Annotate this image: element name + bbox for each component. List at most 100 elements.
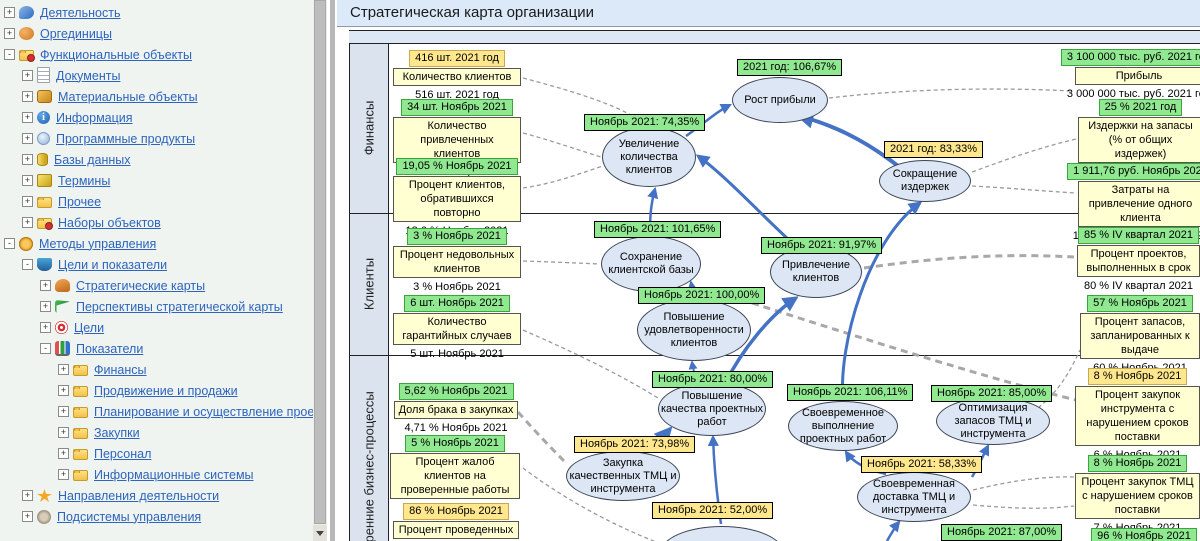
tree-item[interactable]: Финансы <box>94 362 147 377</box>
indicator-name-box[interactable]: Затраты на привлечение одного клиента <box>1078 181 1200 227</box>
tree-item[interactable]: Информационные системы <box>94 467 254 482</box>
folder-icon <box>73 428 88 439</box>
indicator-name-box[interactable]: Прибыль <box>1075 67 1200 85</box>
tree-expander[interactable]: + <box>22 154 33 165</box>
tree-item[interactable]: Персонал <box>94 446 152 461</box>
goal-status-badge: Ноябрь 2021: 73,98% <box>574 436 696 453</box>
tree-item[interactable]: Наборы объектов <box>58 215 161 230</box>
goal-ellipse[interactable]: Повышение удовлетворенности клиентов <box>637 299 751 361</box>
scrollbar-thumb[interactable] <box>314 0 326 524</box>
indicator-name-box[interactable]: Доля брака в закупках <box>394 401 518 419</box>
tree-expander[interactable]: + <box>22 217 33 228</box>
indicator-name-box[interactable]: Издержки на запасы (% от общих издержек) <box>1078 117 1200 163</box>
tree-expander[interactable]: + <box>22 133 33 144</box>
tree-item[interactable]: Материальные объекты <box>58 89 198 104</box>
indicator-fact-value: 4,71 % Ноябрь 2021 <box>404 422 508 434</box>
tree-expander[interactable]: + <box>58 364 69 375</box>
goal-ellipse[interactable]: Сокращение издержек <box>879 160 971 202</box>
goal-ellipse[interactable]: Повышение качества проектных работ <box>658 382 766 436</box>
tree-expander[interactable]: + <box>58 448 69 459</box>
indicator-name-box[interactable]: Количество клиентов <box>393 68 521 86</box>
indicator-name-box[interactable]: Количество гарантийных случаев <box>393 313 521 345</box>
map-top-strip <box>349 30 1200 44</box>
tree-expander[interactable]: + <box>58 385 69 396</box>
tree-row: - Методы управления <box>0 233 313 254</box>
tree-expander[interactable]: + <box>4 28 15 39</box>
tree-item[interactable]: Закупки <box>94 425 140 440</box>
tree-expander[interactable]: + <box>58 469 69 480</box>
tree-expander[interactable]: - <box>4 49 15 60</box>
indicator-plan-badge: 3 100 000 тыс. руб. 2021 год <box>1060 49 1200 66</box>
goal-ellipse[interactable]: Закупка качественных ТМЦ и инструмента <box>566 451 680 501</box>
tree-item[interactable]: Функциональные объекты <box>40 47 192 62</box>
goal-ellipse[interactable]: Увеличение количества клиентов <box>602 127 696 187</box>
tree-row: + Финансы <box>0 359 313 380</box>
tree-item[interactable]: Подсистемы управления <box>57 509 202 524</box>
indicator-fact-value: 3 % Ноябрь 2021 <box>413 281 501 293</box>
tree-item[interactable]: Оргединицы <box>40 26 112 41</box>
tree-expander[interactable]: + <box>22 112 33 123</box>
indicator-group: 3 % Ноябрь 2021 Процент недовольных клиен… <box>393 228 521 294</box>
goal-status-badge: Ноябрь 2021: 58,33% <box>861 456 983 473</box>
indicator-plan-badge: 416 шт. 2021 год <box>409 50 505 67</box>
indicator-name-box[interactable]: Процент недовольных клиентов <box>393 246 521 278</box>
goal-ellipse[interactable]: Сохранение клиентской базы <box>601 236 701 292</box>
goal-ellipse[interactable]: Своевременное выполнение проектных работ <box>788 401 898 451</box>
tree-item[interactable]: Прочее <box>58 194 102 209</box>
goal-ellipse[interactable]: Оптимизация запасов ТМЦ и инструмента <box>936 397 1050 445</box>
panel-splitter[interactable] <box>328 0 337 541</box>
tree-expander[interactable]: + <box>58 406 69 417</box>
tree-expander[interactable]: + <box>40 280 51 291</box>
tree-expander[interactable]: + <box>22 490 33 501</box>
folder-set-icon <box>37 218 53 230</box>
tree-item[interactable]: Перспективы стратегической карты <box>76 299 283 314</box>
tree-expander[interactable]: + <box>40 322 51 333</box>
goal-ellipse[interactable]: Своевременная доставка ТМЦ и инструмента <box>857 472 971 522</box>
indicator-name-box[interactable]: Процент клиентов, обратившихся повторно <box>393 176 521 222</box>
tree-row: + Цели <box>0 317 313 338</box>
indicator-name-box[interactable]: Процент жалоб клиентов на проверенные ра… <box>390 453 520 499</box>
tree-item[interactable]: Базы данных <box>54 152 131 167</box>
tree-expander[interactable]: - <box>22 259 33 270</box>
indicator-name-box[interactable]: Процент проектов, выполненных в срок <box>1077 245 1200 277</box>
folder-icon <box>73 365 88 376</box>
indicator-name-box[interactable]: Процент проведенных <box>393 521 519 539</box>
sidebar-scrollbar[interactable] <box>313 0 327 541</box>
indicator-plan-badge: 8 % Ноябрь 2021 <box>1087 368 1188 385</box>
tree-item[interactable]: Документы <box>56 68 121 83</box>
tree-item[interactable]: Показатели <box>76 341 144 356</box>
tree-expander[interactable]: - <box>40 343 51 354</box>
tree-item[interactable]: Деятельность <box>40 5 121 20</box>
knight-icon <box>55 279 70 292</box>
tree-expander[interactable]: + <box>40 301 51 312</box>
tree-item[interactable]: Планирование и осуществление проектных р… <box>94 404 313 419</box>
goal-ellipse[interactable]: Рост прибыли <box>732 77 828 123</box>
tree-expander[interactable]: + <box>22 91 33 102</box>
tree-item[interactable]: Термины <box>58 173 111 188</box>
tree-expander[interactable]: + <box>22 196 33 207</box>
tree-row: + Подсистемы управления <box>0 506 313 527</box>
tree-item[interactable]: Стратегические карты <box>76 278 206 293</box>
tree-item[interactable]: Информация <box>56 110 133 125</box>
tree-expander[interactable]: + <box>22 70 33 81</box>
tree-item[interactable]: Продвижение и продажи <box>94 383 238 398</box>
scroll-down-arrow-icon[interactable] <box>313 525 327 541</box>
goal-status-badge: Ноябрь 2021: 100,00% <box>638 287 766 304</box>
tree-expander[interactable]: - <box>4 238 15 249</box>
tree-item[interactable]: Направления деятельности <box>58 488 220 503</box>
gear-gray-icon <box>37 509 51 524</box>
indicator-name-box[interactable]: Процент запасов, запланированных к выдач… <box>1080 313 1200 359</box>
tree-item[interactable]: Цели и показатели <box>58 257 168 272</box>
tree-item[interactable]: Программные продукты <box>56 131 196 146</box>
tree-item[interactable]: Методы управления <box>39 236 157 251</box>
indicator-name-box[interactable]: Количество привлеченных клиентов <box>393 117 521 163</box>
indicator-name-box[interactable]: Процент закупок ТМЦ с нарушением сроков … <box>1075 473 1200 519</box>
tree-item[interactable]: Цели <box>74 320 105 335</box>
tree-expander[interactable]: + <box>58 427 69 438</box>
tree-expander[interactable]: + <box>22 511 33 522</box>
tree-expander[interactable]: + <box>22 175 33 186</box>
tree-expander[interactable]: + <box>4 7 15 18</box>
indicator-name-box[interactable]: Процент закупок инструмента с нарушением… <box>1075 386 1200 446</box>
